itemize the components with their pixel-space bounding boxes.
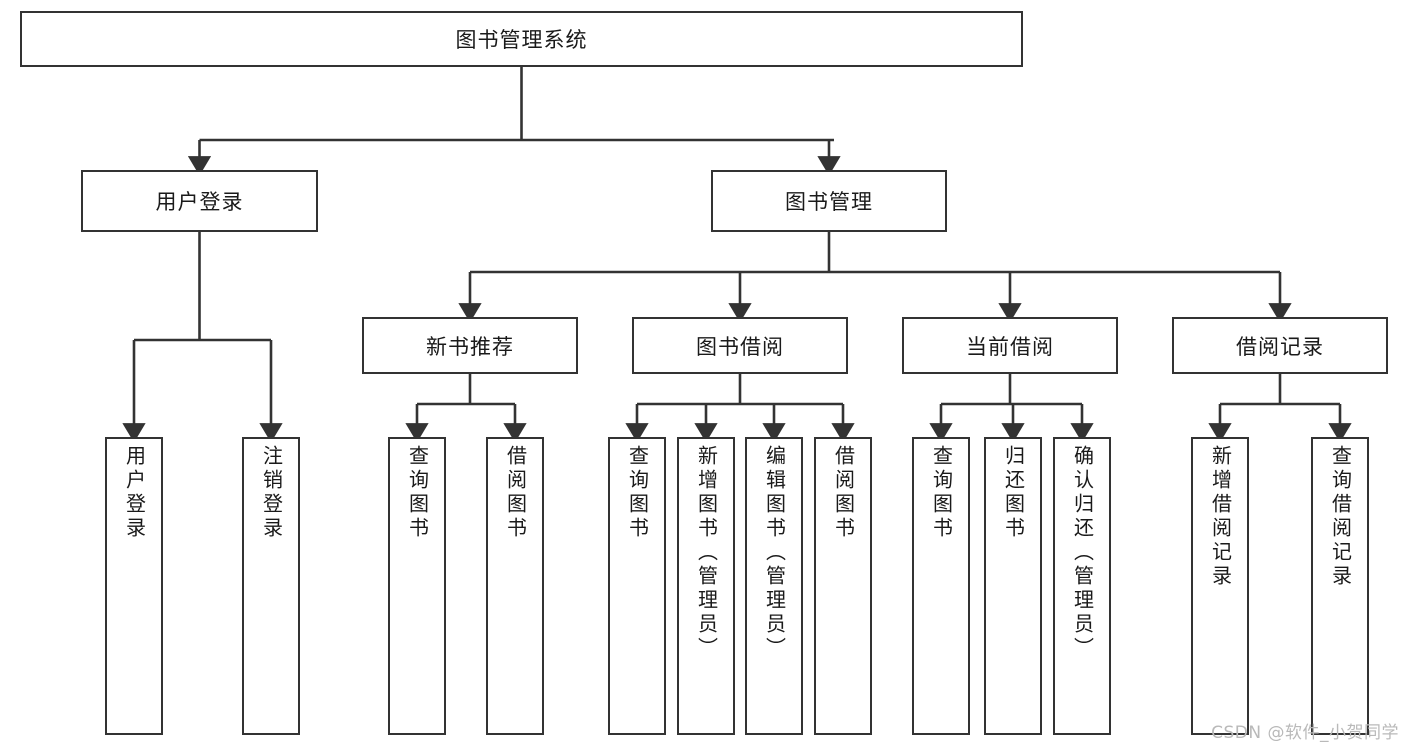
node-leaf-query-record[interactable]: 查询借阅记录 bbox=[1311, 437, 1369, 735]
node-label: 归还图书 bbox=[1001, 445, 1026, 541]
node-label: 借阅图书 bbox=[503, 445, 528, 541]
node-label: 查询图书 bbox=[929, 445, 954, 541]
node-label: 新书推荐 bbox=[426, 334, 514, 359]
node-leaf-confirm-return[interactable]: 确认归还（管理员） bbox=[1053, 437, 1111, 735]
node-label: 确认归还（管理员） bbox=[1070, 445, 1095, 661]
node-label: 当前借阅 bbox=[966, 334, 1054, 359]
watermark-text: CSDN @软件_小贺同学 bbox=[1211, 723, 1399, 743]
node-leaf-user-login[interactable]: 用户登录 bbox=[105, 437, 163, 735]
node-leaf-add-record[interactable]: 新增借阅记录 bbox=[1191, 437, 1249, 735]
node-label: 查询图书 bbox=[405, 445, 430, 541]
node-label: 编辑图书（管理员） bbox=[762, 445, 787, 661]
node-leaf-query-books-borrow[interactable]: 查询图书 bbox=[608, 437, 666, 735]
node-label: 用户登录 bbox=[155, 190, 244, 214]
node-leaf-logout[interactable]: 注销登录 bbox=[242, 437, 300, 735]
node-book-management-system[interactable]: 图书管理系统 bbox=[20, 11, 1023, 67]
node-book-management[interactable]: 图书管理 bbox=[711, 170, 947, 232]
node-label: 新增图书（管理员） bbox=[694, 445, 719, 661]
node-label: 图书借阅 bbox=[696, 334, 784, 359]
node-new-book-recommend[interactable]: 新书推荐 bbox=[362, 317, 578, 374]
node-label: 图书管理系统 bbox=[455, 28, 588, 52]
node-label: 图书管理 bbox=[785, 190, 873, 214]
node-leaf-query-books-recommend[interactable]: 查询图书 bbox=[388, 437, 446, 735]
node-leaf-borrow-books-recommend[interactable]: 借阅图书 bbox=[486, 437, 544, 735]
node-leaf-add-book[interactable]: 新增图书（管理员） bbox=[677, 437, 735, 735]
node-label: 借阅图书 bbox=[831, 445, 856, 541]
node-leaf-query-books-current[interactable]: 查询图书 bbox=[912, 437, 970, 735]
node-label: 用户登录 bbox=[122, 445, 147, 541]
node-label: 注销登录 bbox=[259, 445, 284, 541]
node-borrow-record[interactable]: 借阅记录 bbox=[1172, 317, 1388, 374]
node-label: 查询借阅记录 bbox=[1328, 445, 1353, 589]
node-user-login[interactable]: 用户登录 bbox=[81, 170, 318, 232]
node-leaf-borrow-book[interactable]: 借阅图书 bbox=[814, 437, 872, 735]
node-leaf-return-book[interactable]: 归还图书 bbox=[984, 437, 1042, 735]
node-leaf-edit-book[interactable]: 编辑图书（管理员） bbox=[745, 437, 803, 735]
node-current-borrow[interactable]: 当前借阅 bbox=[902, 317, 1118, 374]
node-label: 借阅记录 bbox=[1236, 334, 1324, 359]
node-label: 查询图书 bbox=[625, 445, 650, 541]
node-book-borrow[interactable]: 图书借阅 bbox=[632, 317, 848, 374]
node-label: 新增借阅记录 bbox=[1208, 445, 1233, 589]
